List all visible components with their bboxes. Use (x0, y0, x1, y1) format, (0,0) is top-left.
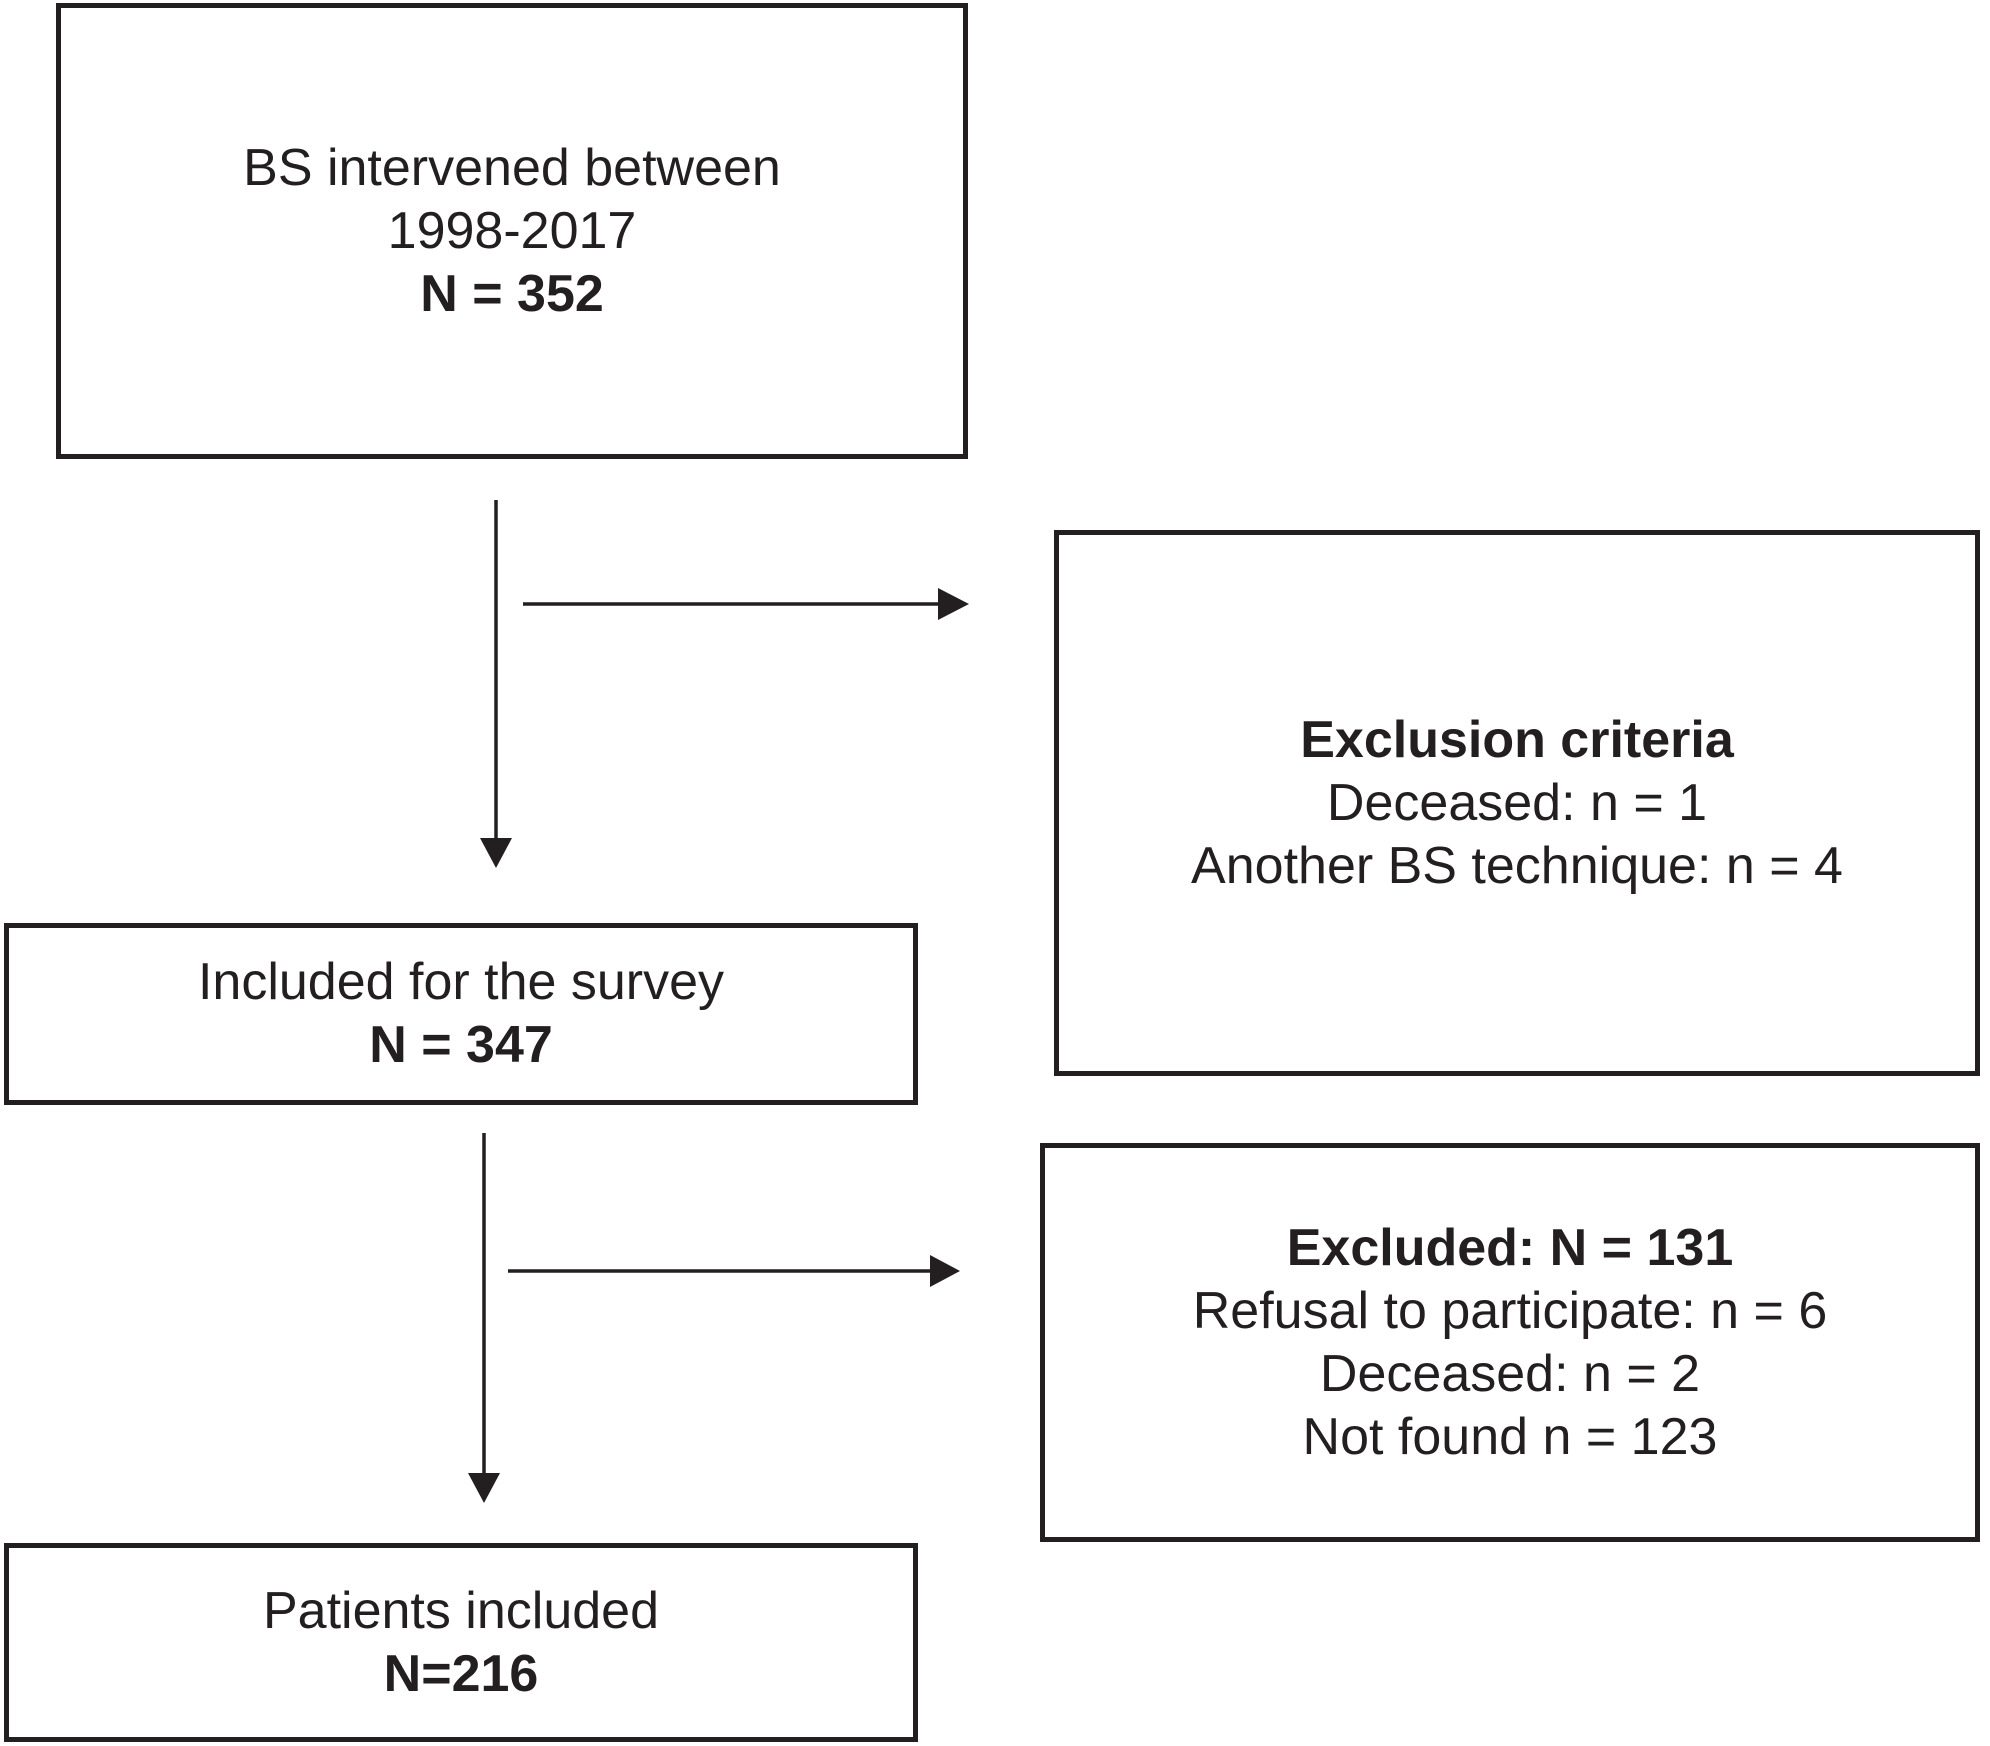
box-excluded-item: Deceased: n = 2 (1319, 1344, 1701, 1403)
box-excluded-item: Refusal to participate: n = 6 (1192, 1281, 1828, 1340)
arrow-down-icon (468, 1473, 500, 1503)
box-bs-intervened-n: N = 352 (420, 264, 604, 323)
box-exclusion-title: Exclusion criteria (1300, 710, 1734, 769)
box-patients-included: Patients included N=216 (4, 1543, 918, 1742)
box-bs-intervened-line1: BS intervened between (243, 138, 781, 197)
box-exclusion-criteria: Exclusion criteria Deceased: n = 1 Anoth… (1054, 530, 1980, 1076)
box-excluded: Excluded: N = 131 Refusal to participate… (1040, 1143, 1980, 1542)
box-included-survey: Included for the survey N = 347 (4, 923, 918, 1105)
box-bs-intervened: BS intervened between 1998-2017 N = 352 (56, 3, 968, 459)
arrow-source-to-exclusion (523, 588, 969, 620)
box-exclusion-item: Deceased: n = 1 (1326, 773, 1708, 832)
arrow-right-icon (930, 1255, 960, 1287)
box-included-survey-line1: Included for the survey (197, 953, 725, 1011)
arrow-source-to-included (480, 500, 512, 868)
box-exclusion-item: Another BS technique: n = 4 (1191, 836, 1843, 895)
box-patients-included-n: N=216 (383, 1644, 539, 1703)
box-excluded-title: Excluded: N = 131 (1286, 1218, 1734, 1277)
arrow-down-icon (480, 838, 512, 868)
box-excluded-item: Not found n = 123 (1302, 1407, 1718, 1466)
box-bs-intervened-line2: 1998-2017 (387, 201, 637, 260)
arrow-included-to-excluded (508, 1255, 960, 1287)
box-patients-included-line1: Patients included (262, 1581, 660, 1640)
box-included-survey-n: N = 347 (369, 1016, 553, 1074)
arrow-right-icon (938, 588, 969, 620)
arrow-included-to-patients (468, 1133, 500, 1503)
